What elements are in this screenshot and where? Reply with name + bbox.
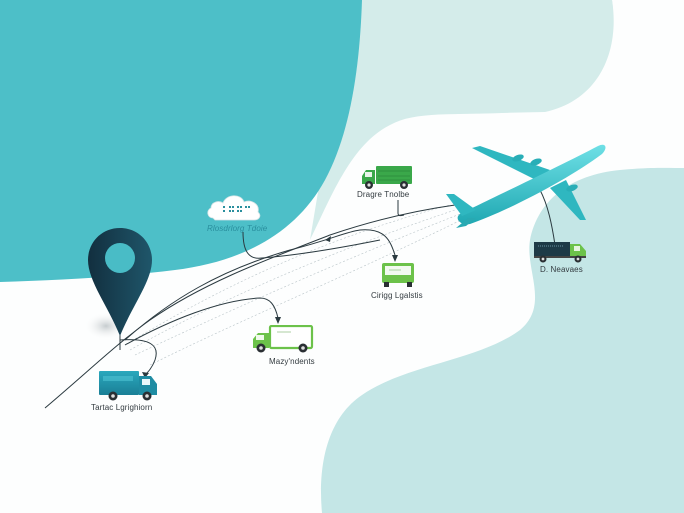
map-pin-icon: [84, 228, 152, 340]
airplane[interactable]: [440, 136, 610, 228]
mint-blob-top-fill: [340, 0, 614, 160]
airplane-icon: [446, 144, 606, 228]
truck-middle-label: Cirigg Lgalstis: [371, 291, 423, 300]
truck-top-label: Dragre Tnolbe: [357, 190, 410, 199]
teal-blob: [0, 0, 362, 282]
truck-icon: [382, 263, 414, 287]
truck-lower[interactable]: [251, 324, 315, 355]
truck-right-label: D. Neavaes: [540, 265, 583, 274]
location-pin[interactable]: [84, 226, 156, 341]
truck-lower-label: Mazy'ndents: [269, 357, 315, 366]
cloud-label: Rlosdrlorg Tdoie: [207, 224, 268, 233]
truck-icon: [99, 371, 157, 401]
truck-bottom-left[interactable]: [97, 370, 159, 402]
cloud-icon: [207, 195, 261, 221]
truck-icon: [534, 242, 586, 263]
truck-middle[interactable]: [381, 262, 415, 288]
truck-top[interactable]: [360, 164, 414, 192]
truck-icon: [253, 324, 314, 353]
cloud-node[interactable]: [205, 190, 263, 222]
mint-blob-bottom: [321, 167, 684, 513]
truck-right[interactable]: [532, 240, 588, 264]
truck-icon: [362, 166, 412, 189]
truck-bottom-left-label: Tartac Lgrighiorn: [91, 403, 153, 412]
